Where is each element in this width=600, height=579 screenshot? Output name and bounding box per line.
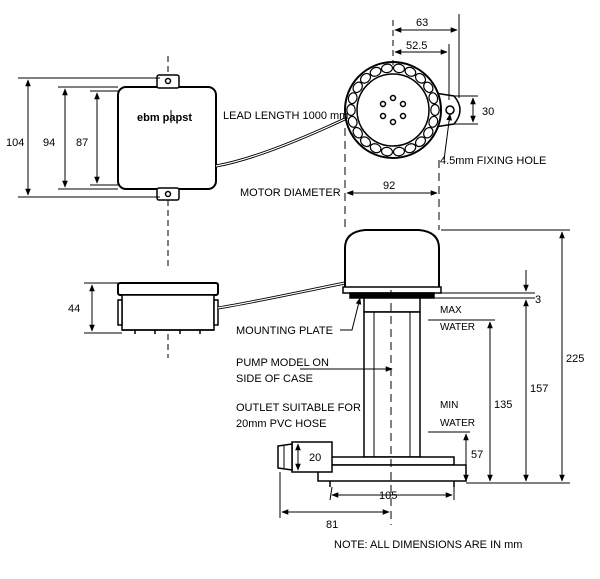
dim-3: 3 xyxy=(535,294,541,306)
motor-skirt xyxy=(342,286,442,294)
box-side-lid xyxy=(117,282,219,296)
tab-hole-top xyxy=(164,77,172,85)
dim-81: 81 xyxy=(326,519,338,531)
dim-63: 63 xyxy=(416,17,428,29)
scallop xyxy=(347,92,358,105)
scallop xyxy=(428,92,439,105)
dim-135: 135 xyxy=(494,399,512,411)
pump-column-collar xyxy=(363,297,421,313)
pump-column xyxy=(363,311,421,458)
min-water-label-2: WATER xyxy=(440,418,475,429)
scallop xyxy=(346,103,356,117)
control-box-top-tab xyxy=(156,74,180,89)
control-box-bottom-tab xyxy=(156,187,180,201)
motor-diameter-label: MOTOR DIAMETER xyxy=(240,187,341,199)
max-water-label-1: MAX xyxy=(440,305,462,316)
pump-side-view xyxy=(277,229,467,487)
scallop xyxy=(369,66,382,77)
dim-104: 104 xyxy=(6,137,24,149)
pump-height-dimensions xyxy=(428,229,570,484)
dim-44: 44 xyxy=(68,303,80,315)
scallop xyxy=(414,72,427,84)
scallop xyxy=(380,146,394,157)
scallop xyxy=(352,81,363,94)
control-box-side-view xyxy=(117,282,219,334)
scallop xyxy=(423,81,434,94)
pump-top-inner xyxy=(356,73,430,147)
outlet-label-2: 20mm PVC HOSE xyxy=(236,418,326,430)
dim-92: 92 xyxy=(383,180,395,192)
dim-105: 105 xyxy=(379,490,397,502)
pump-top-dimensions xyxy=(392,14,478,161)
scallop xyxy=(369,143,382,154)
scallop xyxy=(359,136,372,148)
scallop xyxy=(404,143,417,154)
scallop xyxy=(414,136,427,148)
dim-52-5: 52.5 xyxy=(406,40,427,52)
min-water-label-1: MIN xyxy=(440,400,458,411)
box-side-body xyxy=(121,294,215,331)
scallop xyxy=(392,63,406,74)
mounting-plate-leader xyxy=(340,297,362,331)
dim-87: 87 xyxy=(76,137,88,149)
pump-model-label-1: PUMP MODEL ON xyxy=(236,357,329,369)
outlet-base-dimensions xyxy=(279,443,455,518)
outlet-label-1: OUTLET SUITABLE FOR xyxy=(236,402,361,414)
pump-foot xyxy=(317,464,467,482)
dimensions-note: NOTE: ALL DIMENSIONS ARE IN mm xyxy=(334,539,522,551)
scallop xyxy=(380,63,394,74)
scallop xyxy=(352,126,363,139)
scallop xyxy=(359,72,372,84)
tab-hole-bottom xyxy=(164,190,172,198)
scallop xyxy=(347,115,358,128)
dim-225: 225 xyxy=(566,353,584,365)
pump-top-view xyxy=(344,61,461,159)
lead-length-label: LEAD LENGTH 1000 mm xyxy=(223,110,348,122)
motor-diameter-dimension xyxy=(344,128,440,230)
pump-model-label-2: SIDE OF CASE xyxy=(236,373,313,385)
center-holes xyxy=(379,94,407,126)
pump-top-scallops xyxy=(346,63,440,157)
dim-20: 20 xyxy=(309,452,321,464)
outlet-nozzle xyxy=(277,443,293,471)
max-water-label-2: WATER xyxy=(440,322,475,333)
scallop xyxy=(404,66,417,77)
pump-base xyxy=(329,456,455,466)
dim-30: 30 xyxy=(482,106,494,118)
dim-94: 94 xyxy=(43,137,55,149)
scallop xyxy=(423,126,434,139)
dim-57: 57 xyxy=(471,449,483,461)
box-side-dimension xyxy=(84,282,122,334)
control-box-body xyxy=(117,86,217,190)
control-box-top-view xyxy=(117,56,217,270)
scallop xyxy=(430,103,440,117)
mounting-plate-label: MOUNTING PLATE xyxy=(236,325,333,337)
motor-cap xyxy=(344,229,440,290)
dim-157: 157 xyxy=(530,383,548,395)
scallop xyxy=(428,115,439,128)
box-height-dimensions xyxy=(18,77,160,198)
scallop xyxy=(392,146,406,157)
fixing-hole-label: 4.5mm FIXING HOLE xyxy=(440,155,546,167)
brand-logo: ebm papst xyxy=(137,112,192,124)
pump-top-outline xyxy=(344,61,442,159)
lead-cable-top xyxy=(215,116,348,168)
